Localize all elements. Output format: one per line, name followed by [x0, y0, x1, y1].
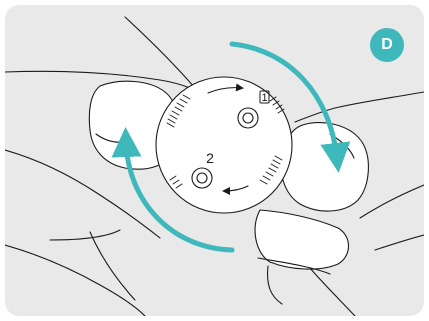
step-label: D: [381, 36, 393, 54]
rotating-disc: [156, 77, 292, 213]
disc-marker-two: 2: [206, 150, 214, 166]
disc-marker-one: 1: [261, 92, 267, 104]
step-badge: D: [370, 28, 404, 62]
